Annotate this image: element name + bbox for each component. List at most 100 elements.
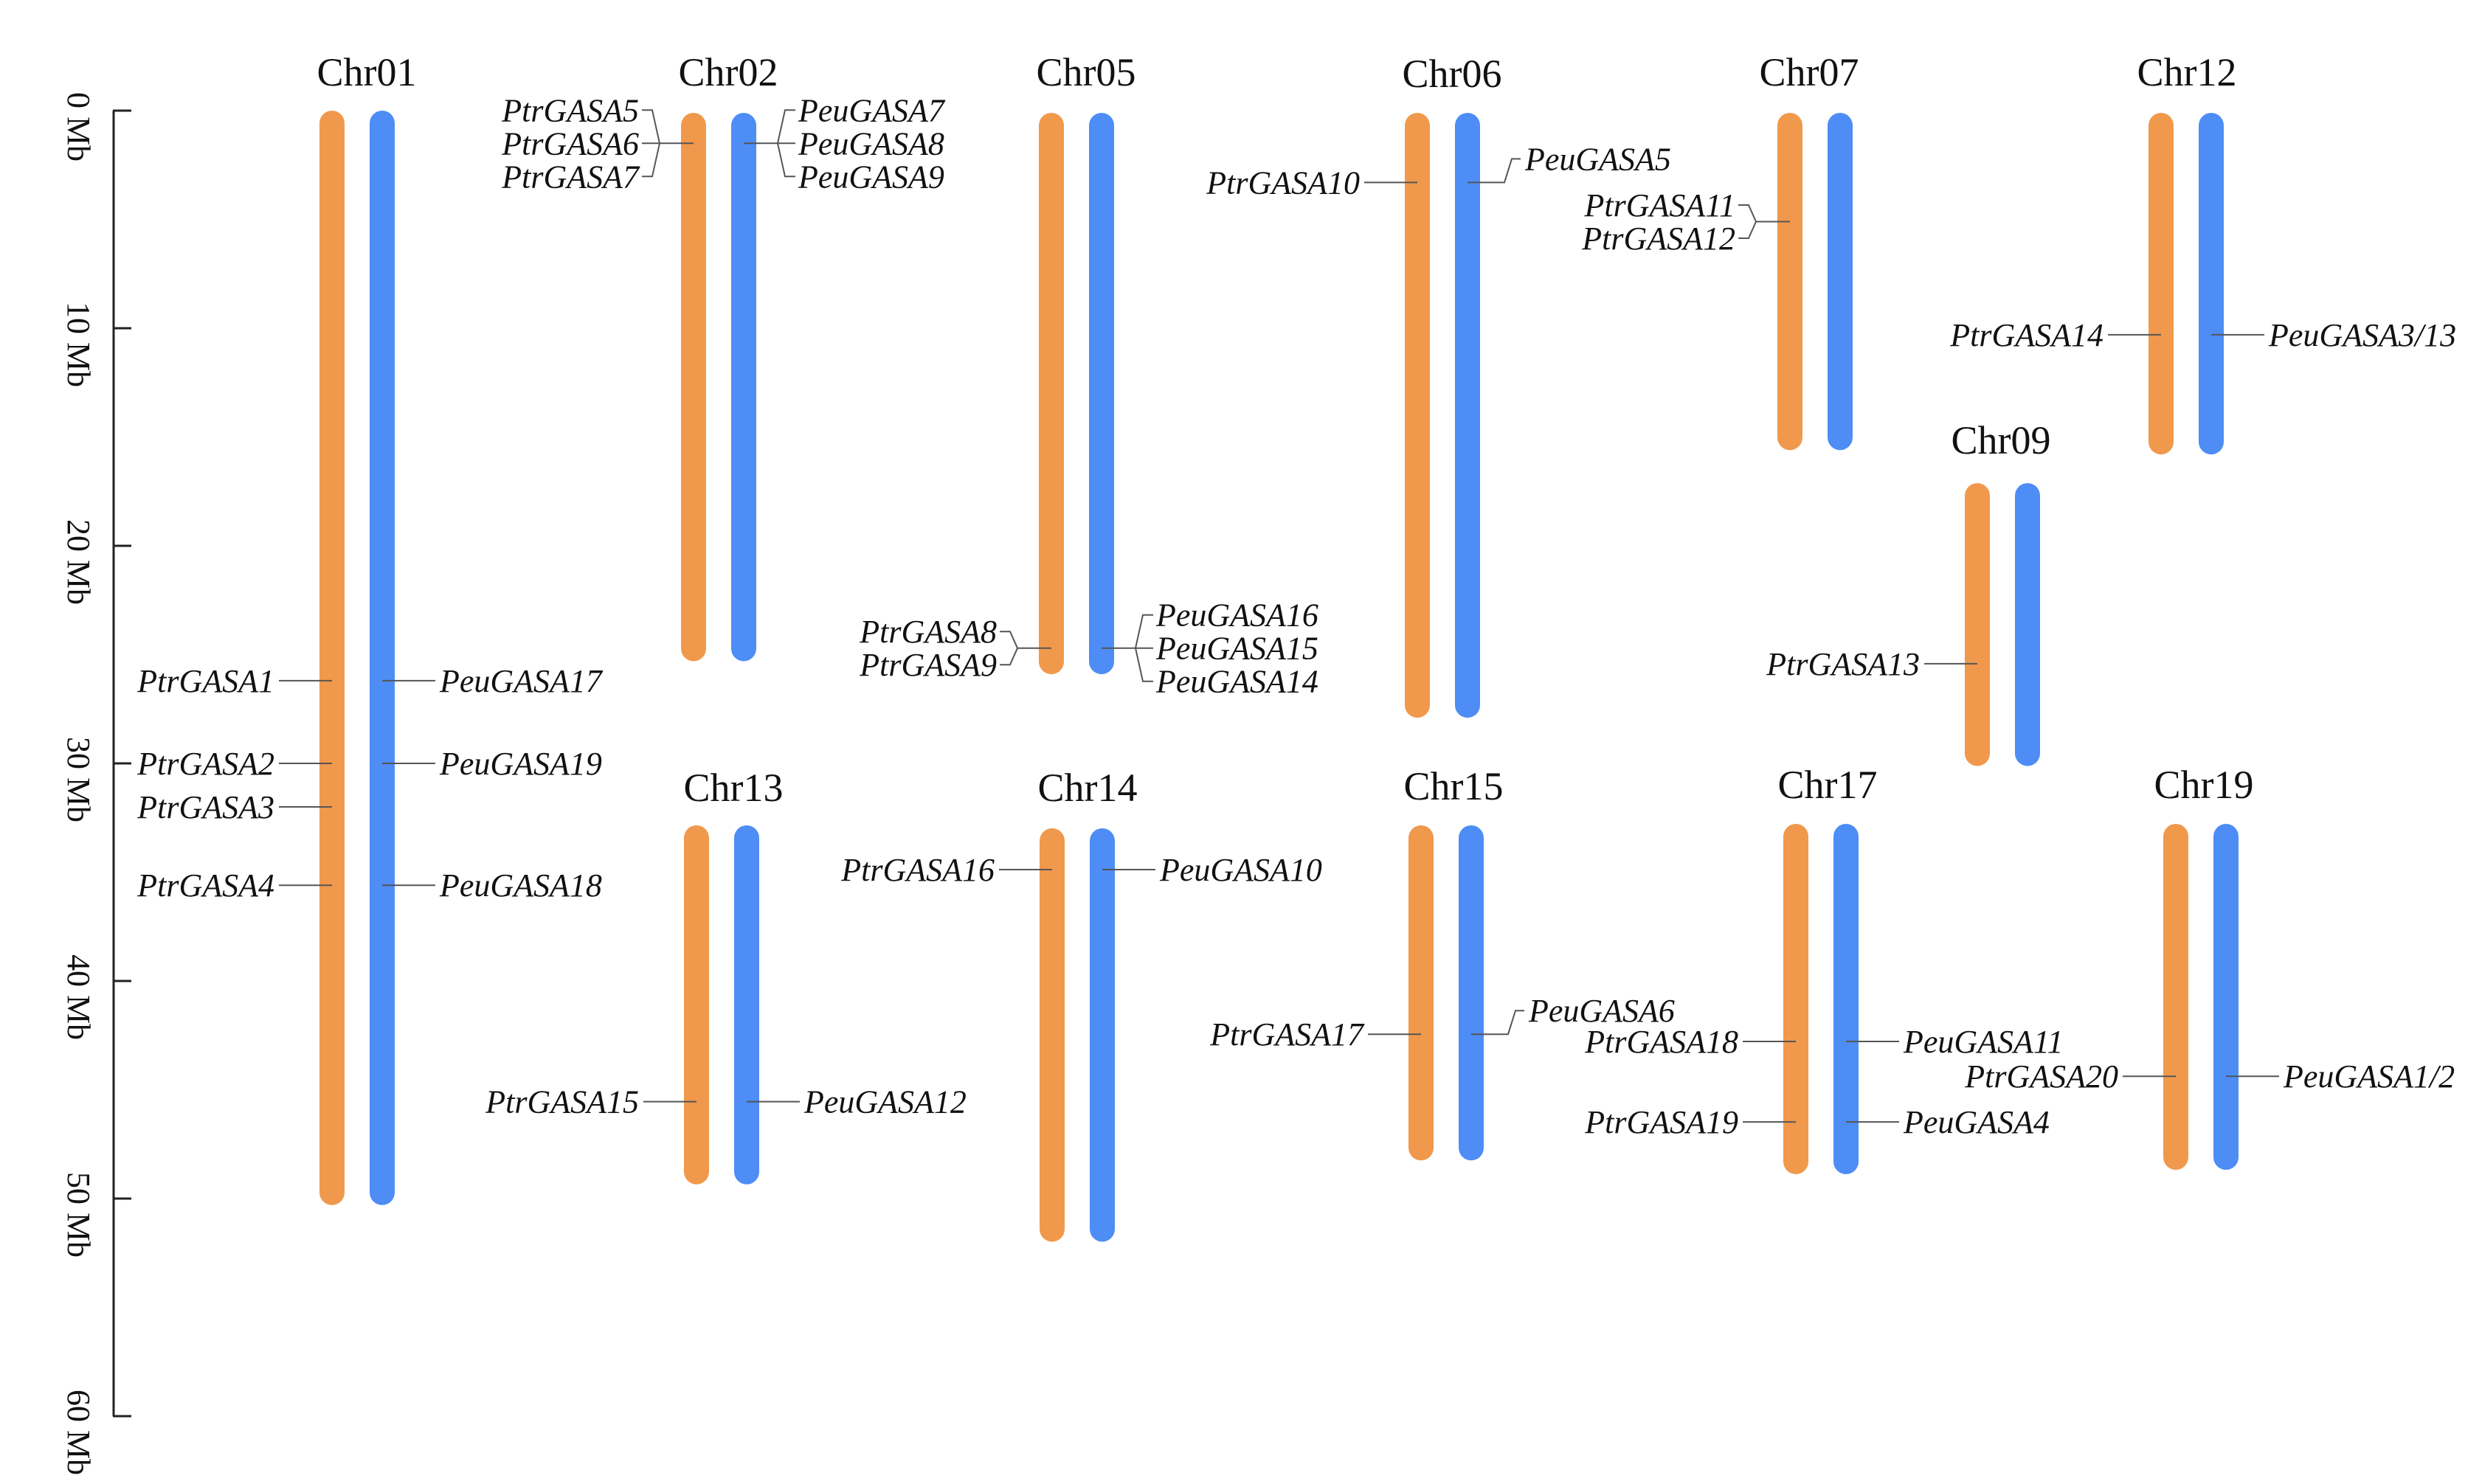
gene-leader-line bbox=[777, 109, 795, 144]
gene-label-peugasa11: PeuGASA11 bbox=[1903, 1024, 2064, 1060]
scale-tick-label: 30 Mb bbox=[61, 737, 97, 822]
peu-chromosome-bar bbox=[1090, 828, 1115, 1242]
gene-label-ptrgasa2: PtrGASA2 bbox=[136, 746, 274, 782]
gene-leader-line bbox=[1738, 204, 1757, 222]
gene-leader-line bbox=[1000, 648, 1018, 666]
gene-label-ptrgasa20: PtrGASA20 bbox=[1964, 1058, 2118, 1095]
gene-label-ptrgasa8: PtrGASA8 bbox=[859, 614, 997, 650]
gene-leader-line bbox=[1471, 1010, 1524, 1036]
peu-chromosome-bar bbox=[2015, 483, 2040, 766]
gene-label-ptrgasa18: PtrGASA18 bbox=[1584, 1024, 1738, 1060]
chromosome-title: Chr07 bbox=[1760, 50, 1859, 94]
chromosome-title: Chr17 bbox=[1778, 763, 1878, 807]
gene-label-ptrgasa7: PtrGASA7 bbox=[501, 159, 640, 195]
chromosome-title: Chr14 bbox=[1038, 766, 1138, 810]
peu-chromosome-bar bbox=[734, 825, 759, 1185]
peu-chromosome-bar bbox=[1089, 113, 1114, 675]
gene-label-ptrgasa10: PtrGASA10 bbox=[1206, 164, 1360, 201]
gene-label-peugasa5: PeuGASA5 bbox=[1524, 141, 1671, 177]
scale-tick-label: 20 Mb bbox=[61, 519, 97, 605]
gene-label-peugasa8: PeuGASA8 bbox=[798, 125, 944, 162]
ptr-chromosome-bar bbox=[681, 113, 706, 662]
scale-tick-label: 10 Mb bbox=[61, 302, 97, 387]
gene-label-peugasa15: PeuGASA15 bbox=[1155, 631, 1318, 667]
gene-label-peugasa19: PeuGASA19 bbox=[439, 746, 602, 782]
gene-leader-line bbox=[1135, 648, 1153, 682]
chromosome-title: Chr19 bbox=[2154, 763, 2254, 807]
ptr-chromosome-bar bbox=[684, 825, 709, 1185]
gene-label-ptrgasa6: PtrGASA6 bbox=[501, 125, 639, 162]
scale-tick-label: 60 Mb bbox=[61, 1390, 97, 1475]
chromosome-title: Chr02 bbox=[679, 50, 778, 94]
gene-label-peugasa6: PeuGASA6 bbox=[1528, 993, 1675, 1029]
ptr-chromosome-bar bbox=[1783, 824, 1808, 1174]
gene-label-ptrgasa1: PtrGASA1 bbox=[136, 663, 274, 699]
peu-chromosome-bar bbox=[1833, 824, 1859, 1174]
scale-tick-label: 50 Mb bbox=[61, 1172, 97, 1258]
gene-label-peugasa4: PeuGASA4 bbox=[1903, 1104, 2050, 1140]
peu-chromosome-bar bbox=[1455, 113, 1480, 718]
ptr-chromosome-bar bbox=[2163, 824, 2188, 1171]
gene-leader-line bbox=[1468, 158, 1521, 184]
gene-label-ptrgasa4: PtrGASA4 bbox=[136, 867, 274, 904]
gene-label-peugasa16: PeuGASA16 bbox=[1155, 597, 1318, 634]
peu-chromosome-bar bbox=[1459, 825, 1484, 1161]
scale-tick-label: 0 Mb bbox=[61, 92, 97, 162]
gene-label-peugasa3-13: PeuGASA3/13 bbox=[2268, 317, 2456, 353]
gene-label-peugasa1-2: PeuGASA1/2 bbox=[2283, 1058, 2455, 1095]
peu-chromosome-bar bbox=[2199, 113, 2224, 455]
gene-label-ptrgasa19: PtrGASA19 bbox=[1584, 1104, 1738, 1140]
ptr-chromosome-bar bbox=[1040, 828, 1065, 1242]
gene-label-peugasa9: PeuGASA9 bbox=[798, 159, 944, 195]
chromosome-title: Chr09 bbox=[1952, 418, 2051, 462]
gene-leader-line bbox=[1135, 614, 1153, 648]
gene-leader-line bbox=[642, 143, 660, 178]
scale-tick-label: 40 Mb bbox=[61, 954, 97, 1040]
gene-label-ptrgasa14: PtrGASA14 bbox=[1949, 317, 2104, 353]
gene-label-peugasa18: PeuGASA18 bbox=[439, 867, 602, 904]
ptr-chromosome-bar bbox=[1965, 483, 1990, 766]
gene-label-ptrgasa3: PtrGASA3 bbox=[136, 789, 274, 825]
peu-chromosome-bar bbox=[2213, 824, 2239, 1171]
ptr-chromosome-bar bbox=[1039, 113, 1064, 675]
ptr-chromosome-bar bbox=[2149, 113, 2174, 455]
gene-leader-line bbox=[1000, 631, 1018, 649]
gene-label-ptrgasa5: PtrGASA5 bbox=[501, 92, 639, 128]
gene-label-ptrgasa15: PtrGASA15 bbox=[485, 1084, 639, 1120]
chromosome-chr05: Chr05PtrGASA8PtrGASA9PeuGASA16PeuGASA15P… bbox=[859, 50, 1318, 700]
gene-label-ptrgasa11: PtrGASA11 bbox=[1584, 187, 1736, 223]
peu-chromosome-bar bbox=[370, 111, 395, 1205]
ptr-chromosome-bar bbox=[1777, 113, 1802, 451]
gene-label-ptrgasa16: PtrGASA16 bbox=[840, 852, 995, 888]
chromosome-title: Chr06 bbox=[1403, 52, 1502, 96]
ptr-chromosome-bar bbox=[1408, 825, 1434, 1161]
chromosome-title: Chr15 bbox=[1404, 764, 1504, 808]
chromosome-title: Chr12 bbox=[2137, 50, 2237, 94]
gene-label-ptrgasa9: PtrGASA9 bbox=[859, 647, 997, 683]
chromosome-title: Chr13 bbox=[684, 766, 784, 810]
gene-label-peugasa7: PeuGASA7 bbox=[798, 92, 946, 128]
scale-axis: 0 Mb 10 Mb 20 Mb 30 Mb 40 Mb 50 Mb 60 Mb bbox=[61, 92, 131, 1475]
gene-label-ptrgasa17: PtrGASA17 bbox=[1209, 1016, 1365, 1053]
peu-chromosome-bar bbox=[731, 113, 756, 662]
peu-chromosome-bar bbox=[1828, 113, 1853, 451]
gene-leader-line bbox=[1738, 221, 1757, 239]
gene-label-ptrgasa13: PtrGASA13 bbox=[1766, 646, 1920, 682]
ptr-chromosome-bar bbox=[319, 111, 345, 1205]
chromosome-title: Chr01 bbox=[317, 50, 417, 94]
gene-leader-line bbox=[642, 109, 660, 144]
chromosome-chr02: Chr02PtrGASA5PtrGASA6PtrGASA7PeuGASA7Peu… bbox=[501, 50, 946, 662]
gene-label-peugasa17: PeuGASA17 bbox=[439, 663, 604, 699]
gene-label-ptrgasa12: PtrGASA12 bbox=[1581, 221, 1735, 257]
chromosome-title: Chr05 bbox=[1037, 50, 1136, 94]
